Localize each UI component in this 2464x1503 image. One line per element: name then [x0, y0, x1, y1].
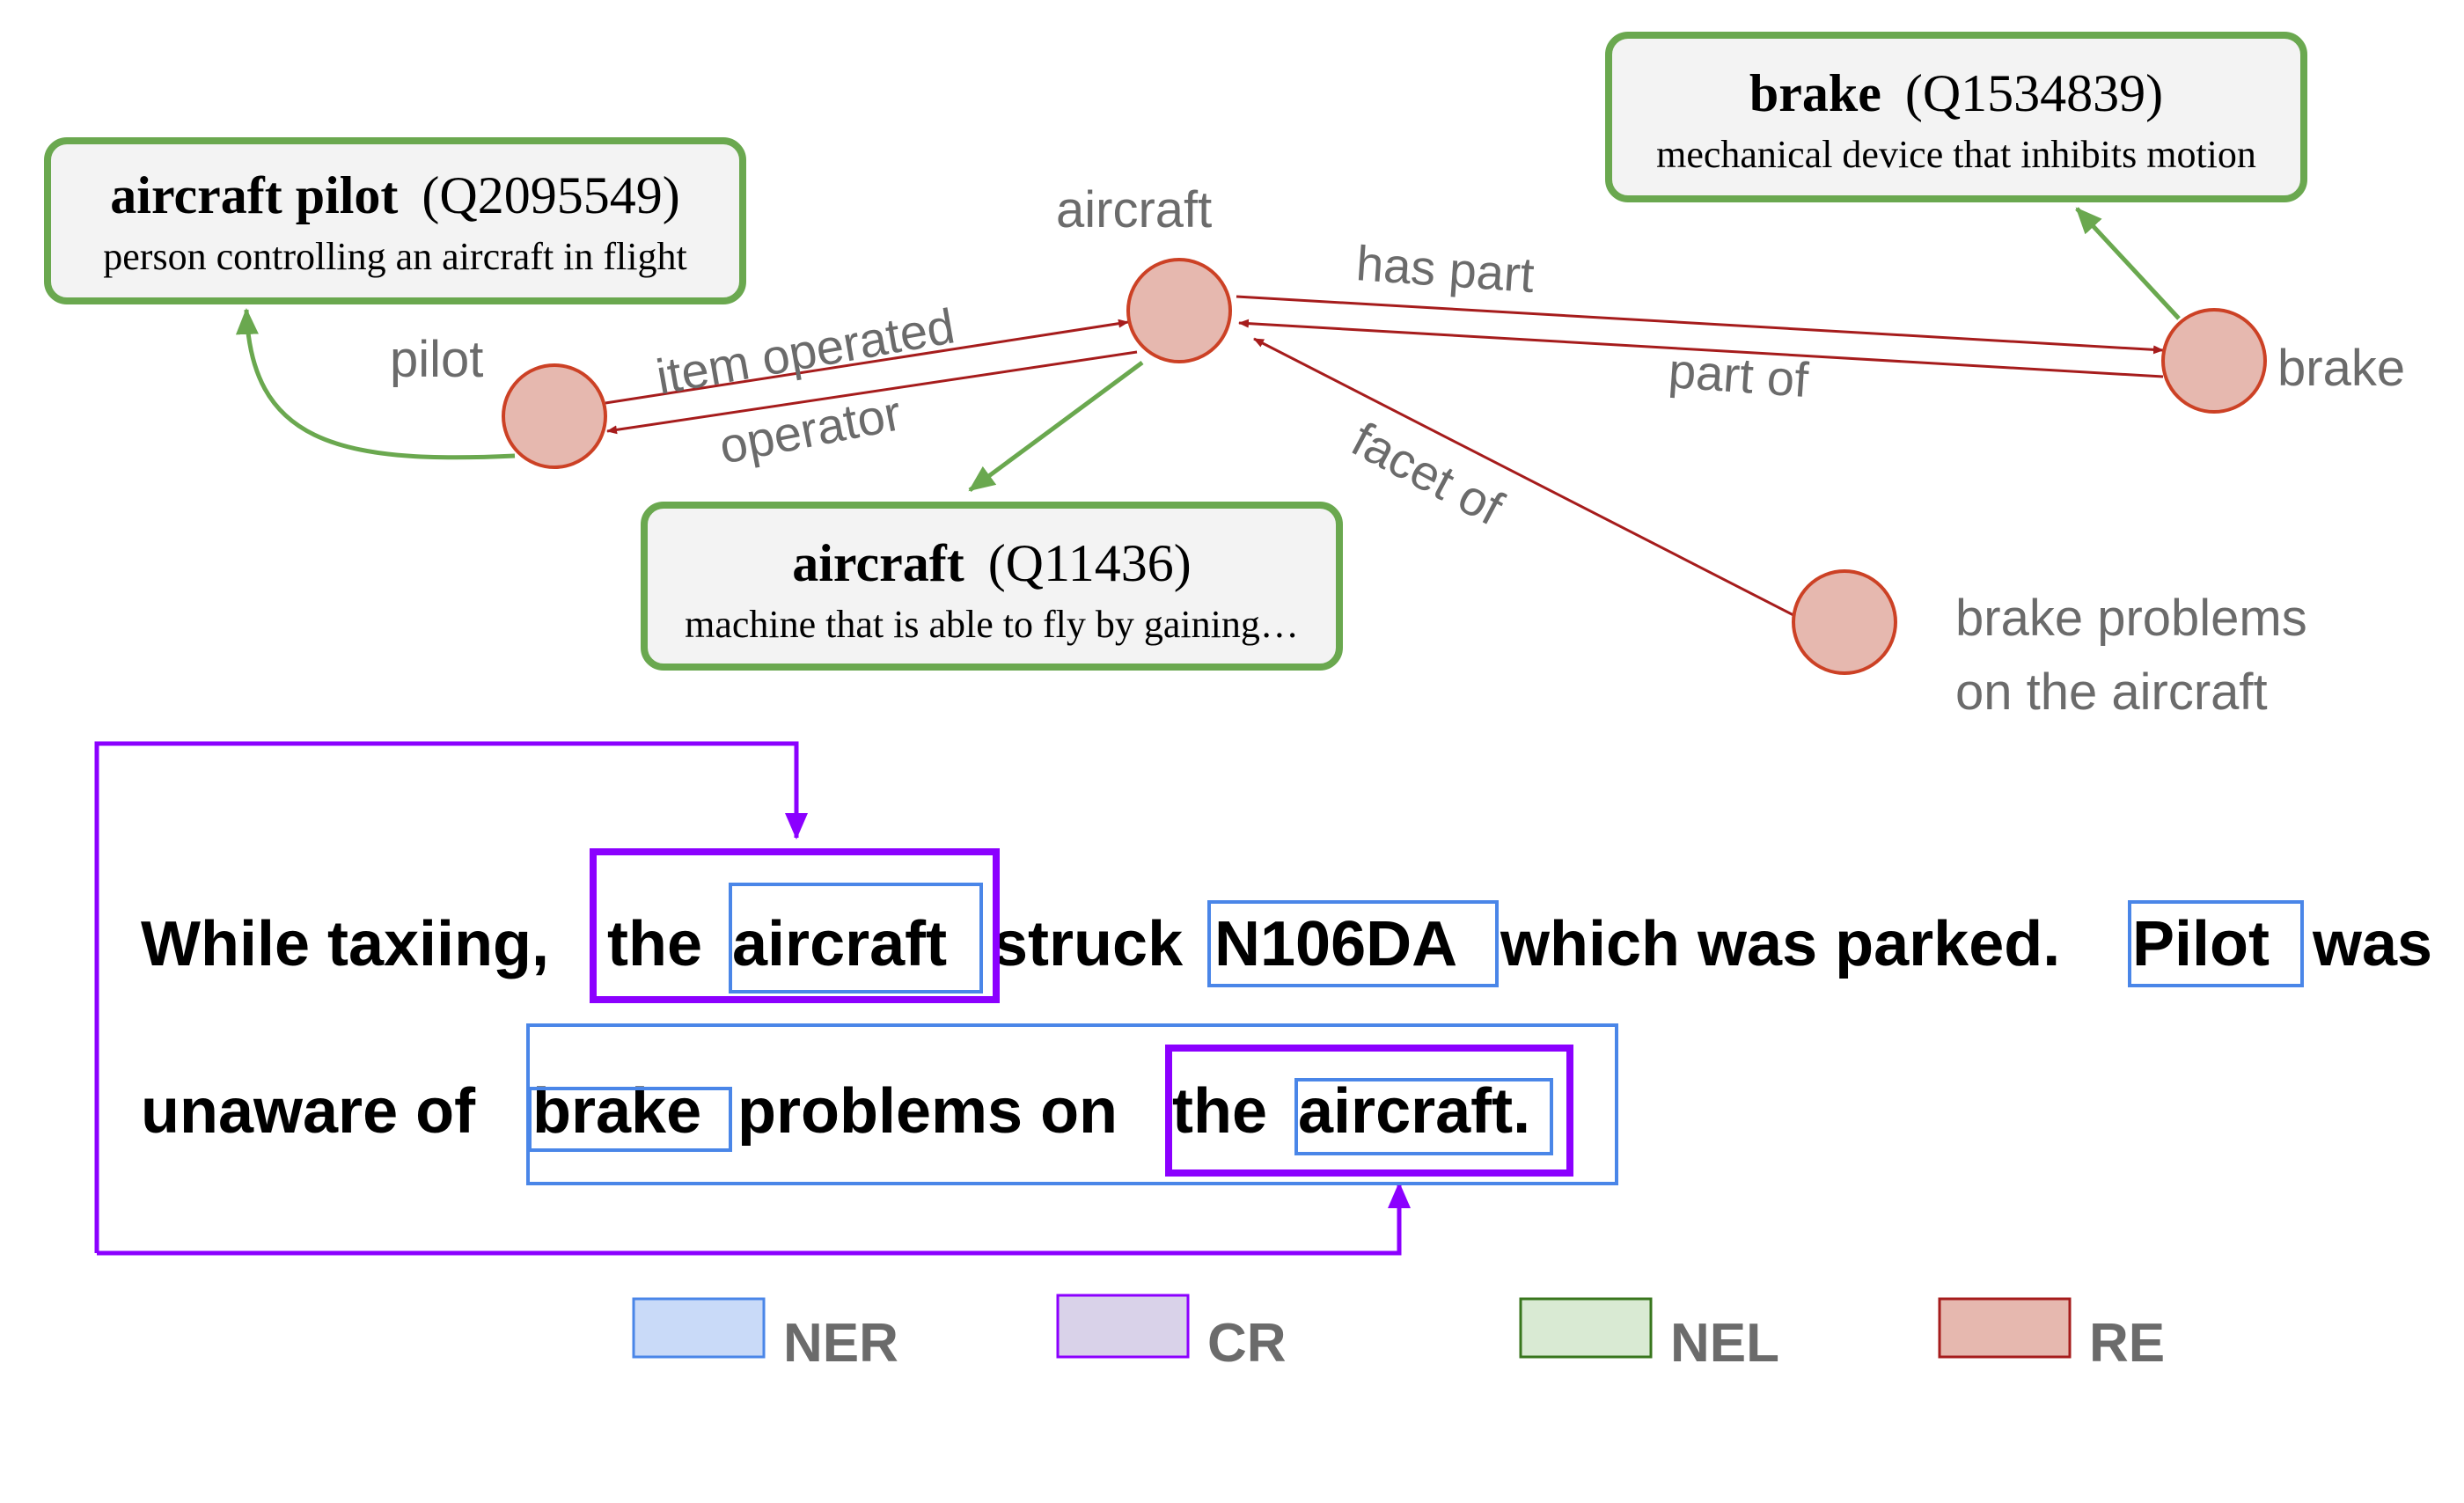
nel-arrow-brake [2075, 207, 2181, 320]
cr-box-the-aircraft-2 [1165, 1045, 1573, 1177]
re-edge-facet-of [1253, 337, 1796, 618]
sentence-while-taxiing: While taxiing, [141, 909, 549, 979]
re-label-has-part: has part [1354, 235, 1536, 303]
re-node-aircraft [1126, 258, 1232, 363]
sentence-pilot: Pilot [2132, 909, 2270, 979]
ner-box-brake-problems-span [526, 1023, 1618, 1185]
node-label-brake: brake [2277, 340, 2405, 397]
sentence-struck: struck [993, 909, 1184, 979]
kb-qid-aircraft: (Q11436) [988, 534, 1192, 592]
kb-box-aircraft: aircraft (Q11436) machine that is able t… [641, 502, 1343, 671]
ner-box-n106da [1207, 900, 1499, 987]
re-label-operator: operator [715, 385, 906, 474]
re-edge-item-operated [605, 319, 1129, 405]
kb-qid-brake: (Q1534839) [1905, 64, 2163, 122]
kb-desc-aircraft-pilot: person controlling an aircraft in flight [103, 235, 686, 278]
sentence-problems-on: problems on [737, 1076, 1118, 1147]
cr-link-line [94, 741, 808, 1253]
ner-box-pilot [2128, 900, 2304, 987]
re-label-facet-of: facet of [1343, 411, 1512, 536]
node-label-pilot: pilot [390, 331, 483, 388]
svg-text:aircraft pilot (Q2095549: aircraft pilot (Q2095549) [110, 166, 679, 224]
sentence-was: was [2312, 909, 2432, 979]
sentence-which-was-parked: which was parked. [1500, 909, 2060, 979]
re-label-part-of: part of [1667, 342, 1810, 407]
re-edge-operator [606, 350, 1138, 435]
cr-link-line-bottom [97, 1182, 1411, 1256]
sentence-unaware-of: unaware of [141, 1076, 476, 1147]
kb-qid-aircraft-pilot: (Q2095549) [422, 166, 679, 224]
sentence-the-1: the [607, 909, 702, 979]
legend-swatch-cr [1056, 1294, 1190, 1359]
legend-swatch-ner [632, 1297, 766, 1359]
kb-desc-aircraft: machine that is able to fly by gaining… [685, 603, 1299, 646]
kb-name-aircraft-pilot: aircraft pilot [110, 166, 398, 224]
re-edge-has-part [1236, 295, 2164, 355]
nel-arrow-aircraft [968, 360, 1144, 493]
legend-label-ner: NER [783, 1313, 898, 1374]
svg-text:aircraft (Q11436): aircraft (Q11436) [792, 534, 1192, 592]
kb-name-aircraft: aircraft [792, 534, 964, 592]
re-label-item-operated: item operated [652, 297, 958, 405]
node-label-brake-problems-line1: brake problems [1955, 590, 2307, 647]
ner-box-aircraft-1 [729, 883, 983, 993]
legend-swatch-re [1938, 1297, 2072, 1359]
nel-arrow-pilot [235, 308, 516, 460]
kb-name-brake: brake [1749, 64, 1881, 122]
re-node-brake [2161, 308, 2267, 414]
kb-desc-brake: mechanical device that inhibits motion [1656, 133, 2256, 176]
sentence-the-2: the [1172, 1076, 1267, 1147]
sentence-aircraft-1: aircraft [732, 909, 947, 979]
sentence-n106da: N106DA [1214, 909, 1457, 979]
legend-label-cr: CR [1207, 1313, 1287, 1374]
legend-label-re: RE [2089, 1313, 2165, 1374]
legend-swatch-nel [1519, 1297, 1653, 1359]
kb-box-brake: brake (Q1534839) mechanical device that … [1605, 32, 2307, 202]
re-node-pilot [502, 363, 607, 469]
sentence-aircraft-2: aircraft. [1298, 1076, 1530, 1147]
svg-text:brake (Q1534839): brake (Q1534839) [1749, 64, 2163, 122]
node-label-brake-problems-line2: on the aircraft [1955, 664, 2268, 721]
kb-box-aircraft-pilot: aircraft pilot (Q2095549) person control… [44, 137, 746, 304]
node-label-aircraft: aircraft [1056, 181, 1212, 238]
cr-box-the-aircraft-1 [590, 848, 1000, 1003]
ner-box-aircraft-2 [1294, 1078, 1553, 1155]
sentence: While taxiing, the aircraft struck N106D… [141, 909, 2432, 1147]
re-edge-part-of [1238, 319, 2164, 378]
re-node-brake-problems [1792, 569, 1897, 675]
legend: NER CR NEL RE [632, 1294, 2165, 1374]
legend-label-nel: NEL [1670, 1313, 1779, 1374]
